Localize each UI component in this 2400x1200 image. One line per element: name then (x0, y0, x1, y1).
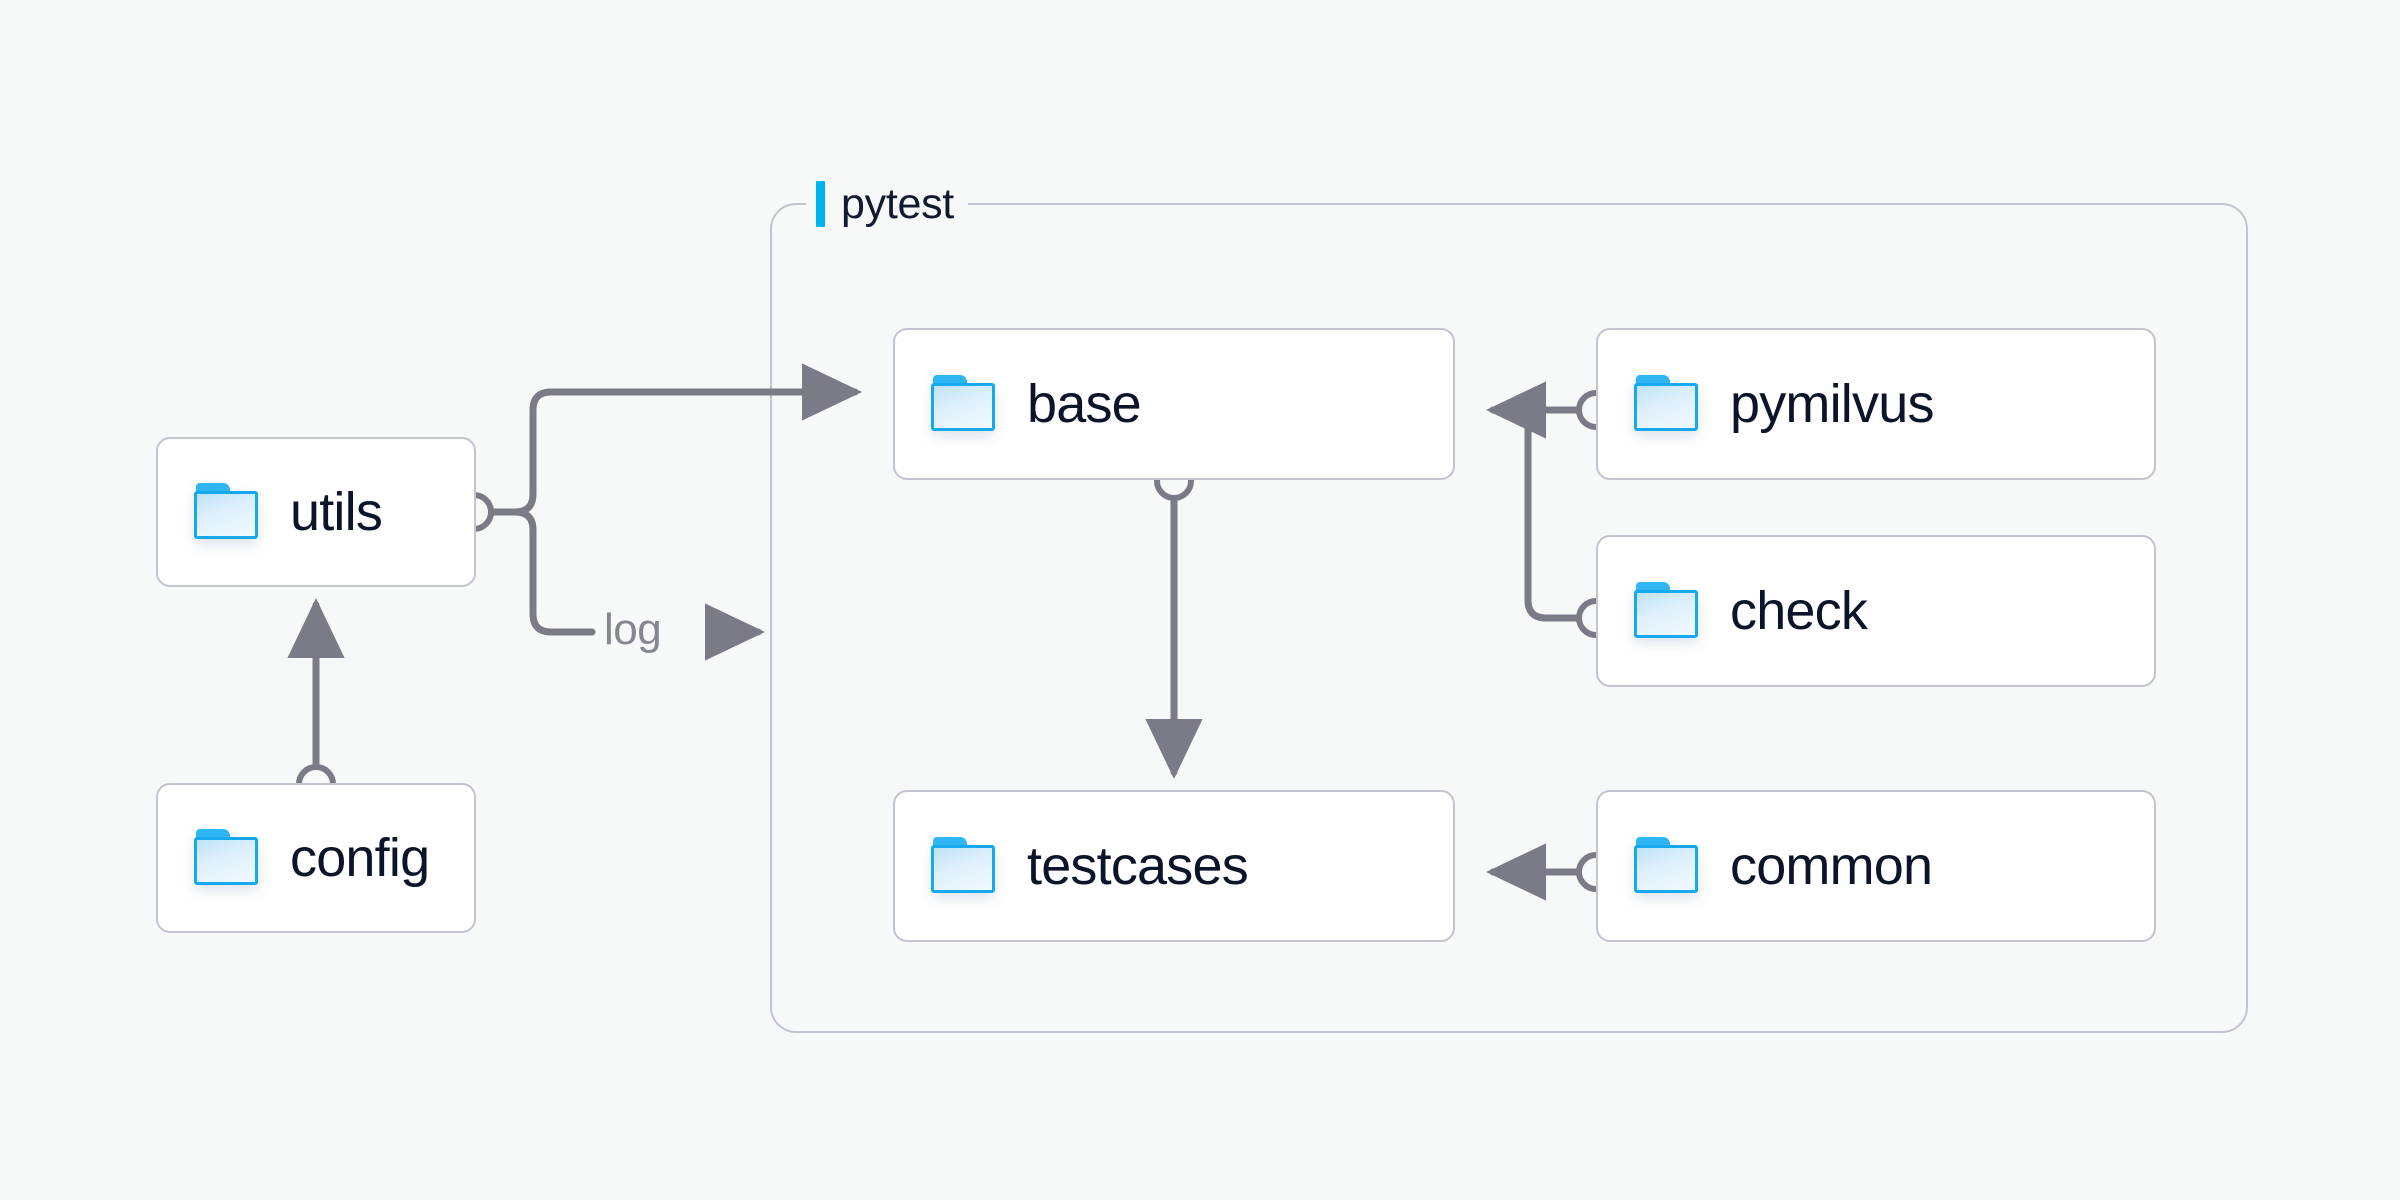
node-utils[interactable]: utils (156, 437, 476, 587)
accent-bar-icon (816, 181, 825, 227)
folder-icon (931, 375, 997, 433)
folder-icon (194, 829, 260, 887)
node-config-label: config (290, 828, 430, 888)
node-base[interactable]: base (893, 328, 1455, 480)
folder-icon (1634, 375, 1700, 433)
node-common-label: common (1730, 836, 1933, 896)
folder-icon (931, 837, 997, 895)
node-config[interactable]: config (156, 783, 476, 933)
folder-icon (1634, 582, 1700, 640)
pytest-group-container[interactable] (770, 203, 2248, 1033)
node-check[interactable]: check (1596, 535, 2156, 687)
pytest-group-label: pytest (806, 175, 968, 233)
node-testcases[interactable]: testcases (893, 790, 1455, 942)
node-check-label: check (1730, 581, 1868, 641)
edge-label-log: log (604, 605, 662, 654)
pytest-group-label-text: pytest (841, 179, 954, 228)
node-base-label: base (1027, 374, 1142, 434)
node-utils-label: utils (290, 482, 383, 542)
edge-config-to-utils[interactable] (287, 597, 345, 804)
folder-icon (194, 483, 260, 541)
node-common[interactable]: common (1596, 790, 2156, 942)
node-pymilvus[interactable]: pymilvus (1596, 328, 2156, 480)
node-pymilvus-label: pymilvus (1730, 374, 1934, 434)
folder-icon (1634, 837, 1700, 895)
node-testcases-label: testcases (1027, 836, 1249, 896)
